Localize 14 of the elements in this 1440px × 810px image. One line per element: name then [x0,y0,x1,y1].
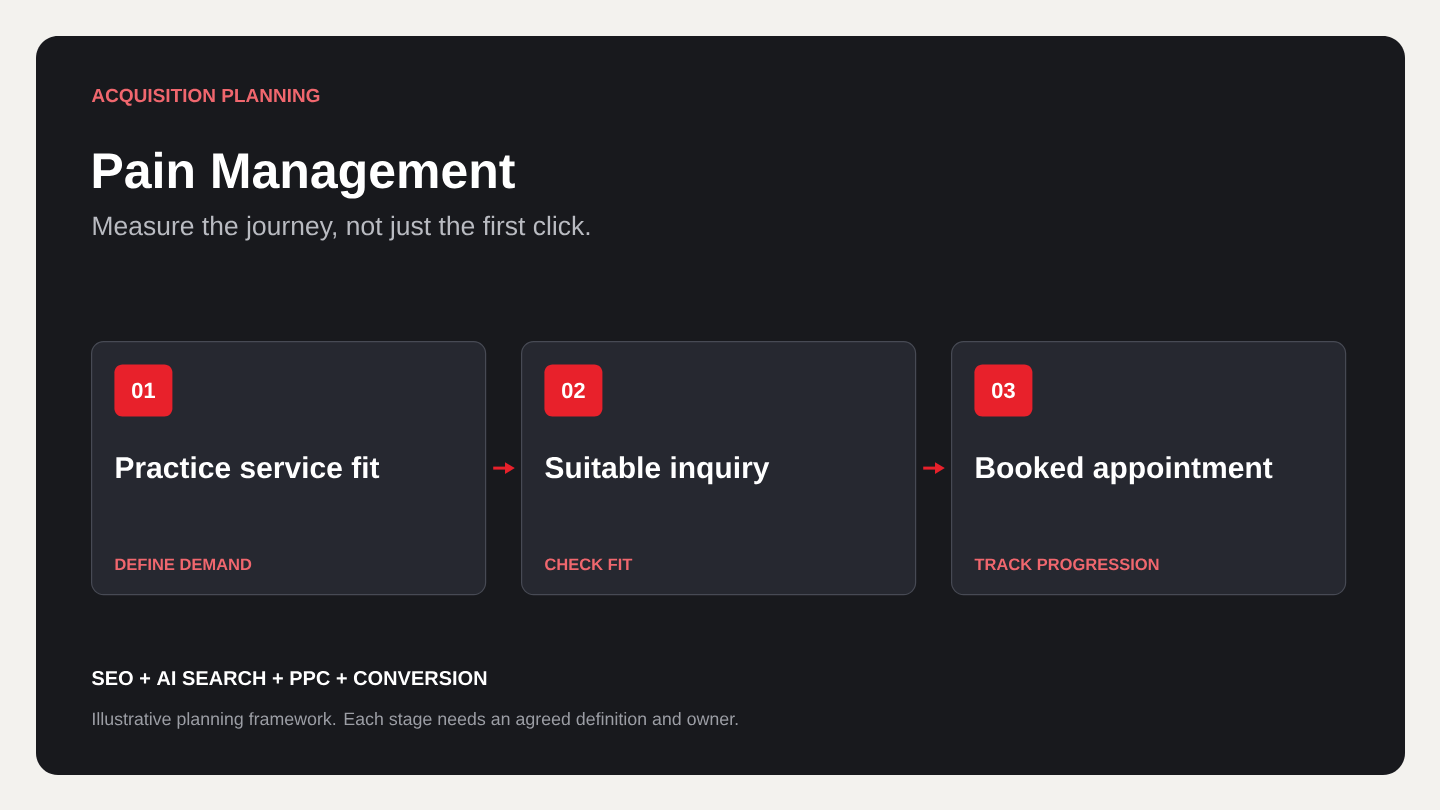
number-badge: 01 [114,364,173,417]
title: Pain Management [93,151,515,199]
subtitle: Measure the journey, not just the first click. [93,215,590,241]
channel-list: SEO + AI SEARCH + PPC + CONVERSION [91,671,487,686]
stage-label: TRACK PROGRESSION [974,558,1159,571]
breadcrumb: ACQUISITION PLANNING [91,88,320,106]
card-title: Booked appointment [976,456,1273,485]
footnote: Illustrative planning framework. Each stage needs an agreed definition and owner. [93,712,738,729]
card-title: Practice service fit [116,456,380,479]
number-badge: 02 [544,364,603,417]
stage-label: DEFINE DEMAND [115,558,252,570]
stage-label: CHECK FIT [545,558,633,571]
number-badge: 03 [974,364,1033,417]
card-title: Suitable inquiry [545,456,770,485]
